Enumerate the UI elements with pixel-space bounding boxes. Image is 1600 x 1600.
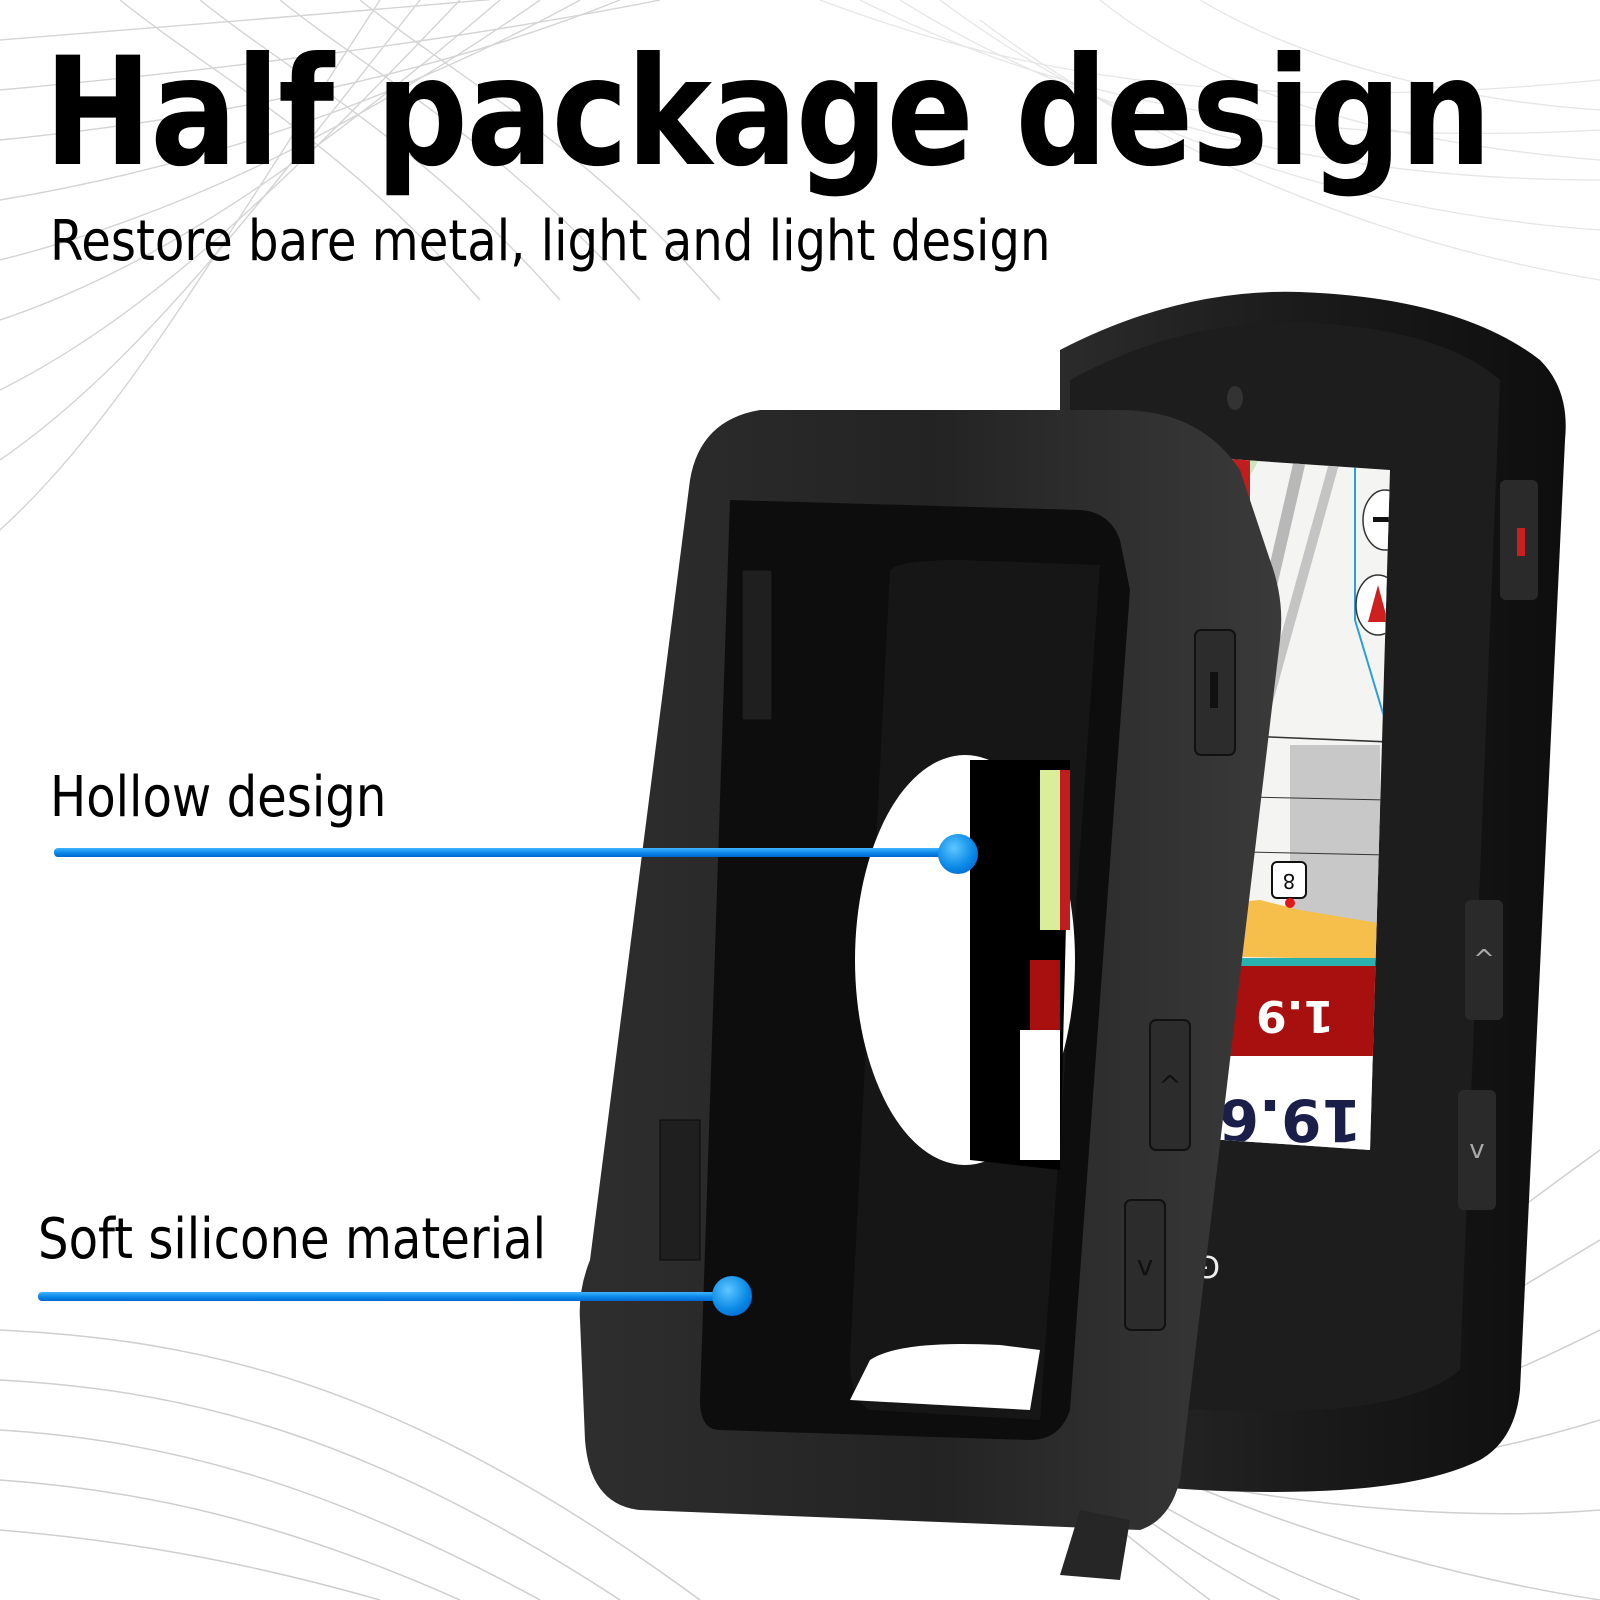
svg-text:v: v: [1469, 1135, 1484, 1165]
callout-label-hollow-design: Hollow design: [50, 765, 387, 830]
callout-label-soft-silicone: Soft silicone material: [38, 1207, 546, 1272]
svg-text:8: 8: [1283, 869, 1296, 893]
callout-line-hollow-design: [54, 848, 944, 857]
svg-text:^: ^: [1473, 945, 1495, 975]
case-button-up: [1149, 1019, 1191, 1151]
callout-line-soft-silicone: [38, 1292, 728, 1301]
device-up-button: [1465, 900, 1503, 1020]
silicone-case: ^ v: [579, 410, 1282, 1580]
device-power-indicator: [1517, 528, 1525, 556]
case-button-down: [1124, 1199, 1166, 1331]
device-down-button: [1458, 1090, 1496, 1210]
callout-dot-hollow-design: [938, 834, 978, 874]
page-title: Half package design: [44, 26, 1492, 200]
callout-dot-soft-silicone: [712, 1276, 752, 1316]
svg-text:1.9: 1.9: [1256, 990, 1334, 1041]
svg-text:^: ^: [1158, 1069, 1181, 1102]
page-subtitle: Restore bare metal, light and light desi…: [50, 209, 1051, 274]
svg-text:v: v: [1137, 1249, 1154, 1282]
